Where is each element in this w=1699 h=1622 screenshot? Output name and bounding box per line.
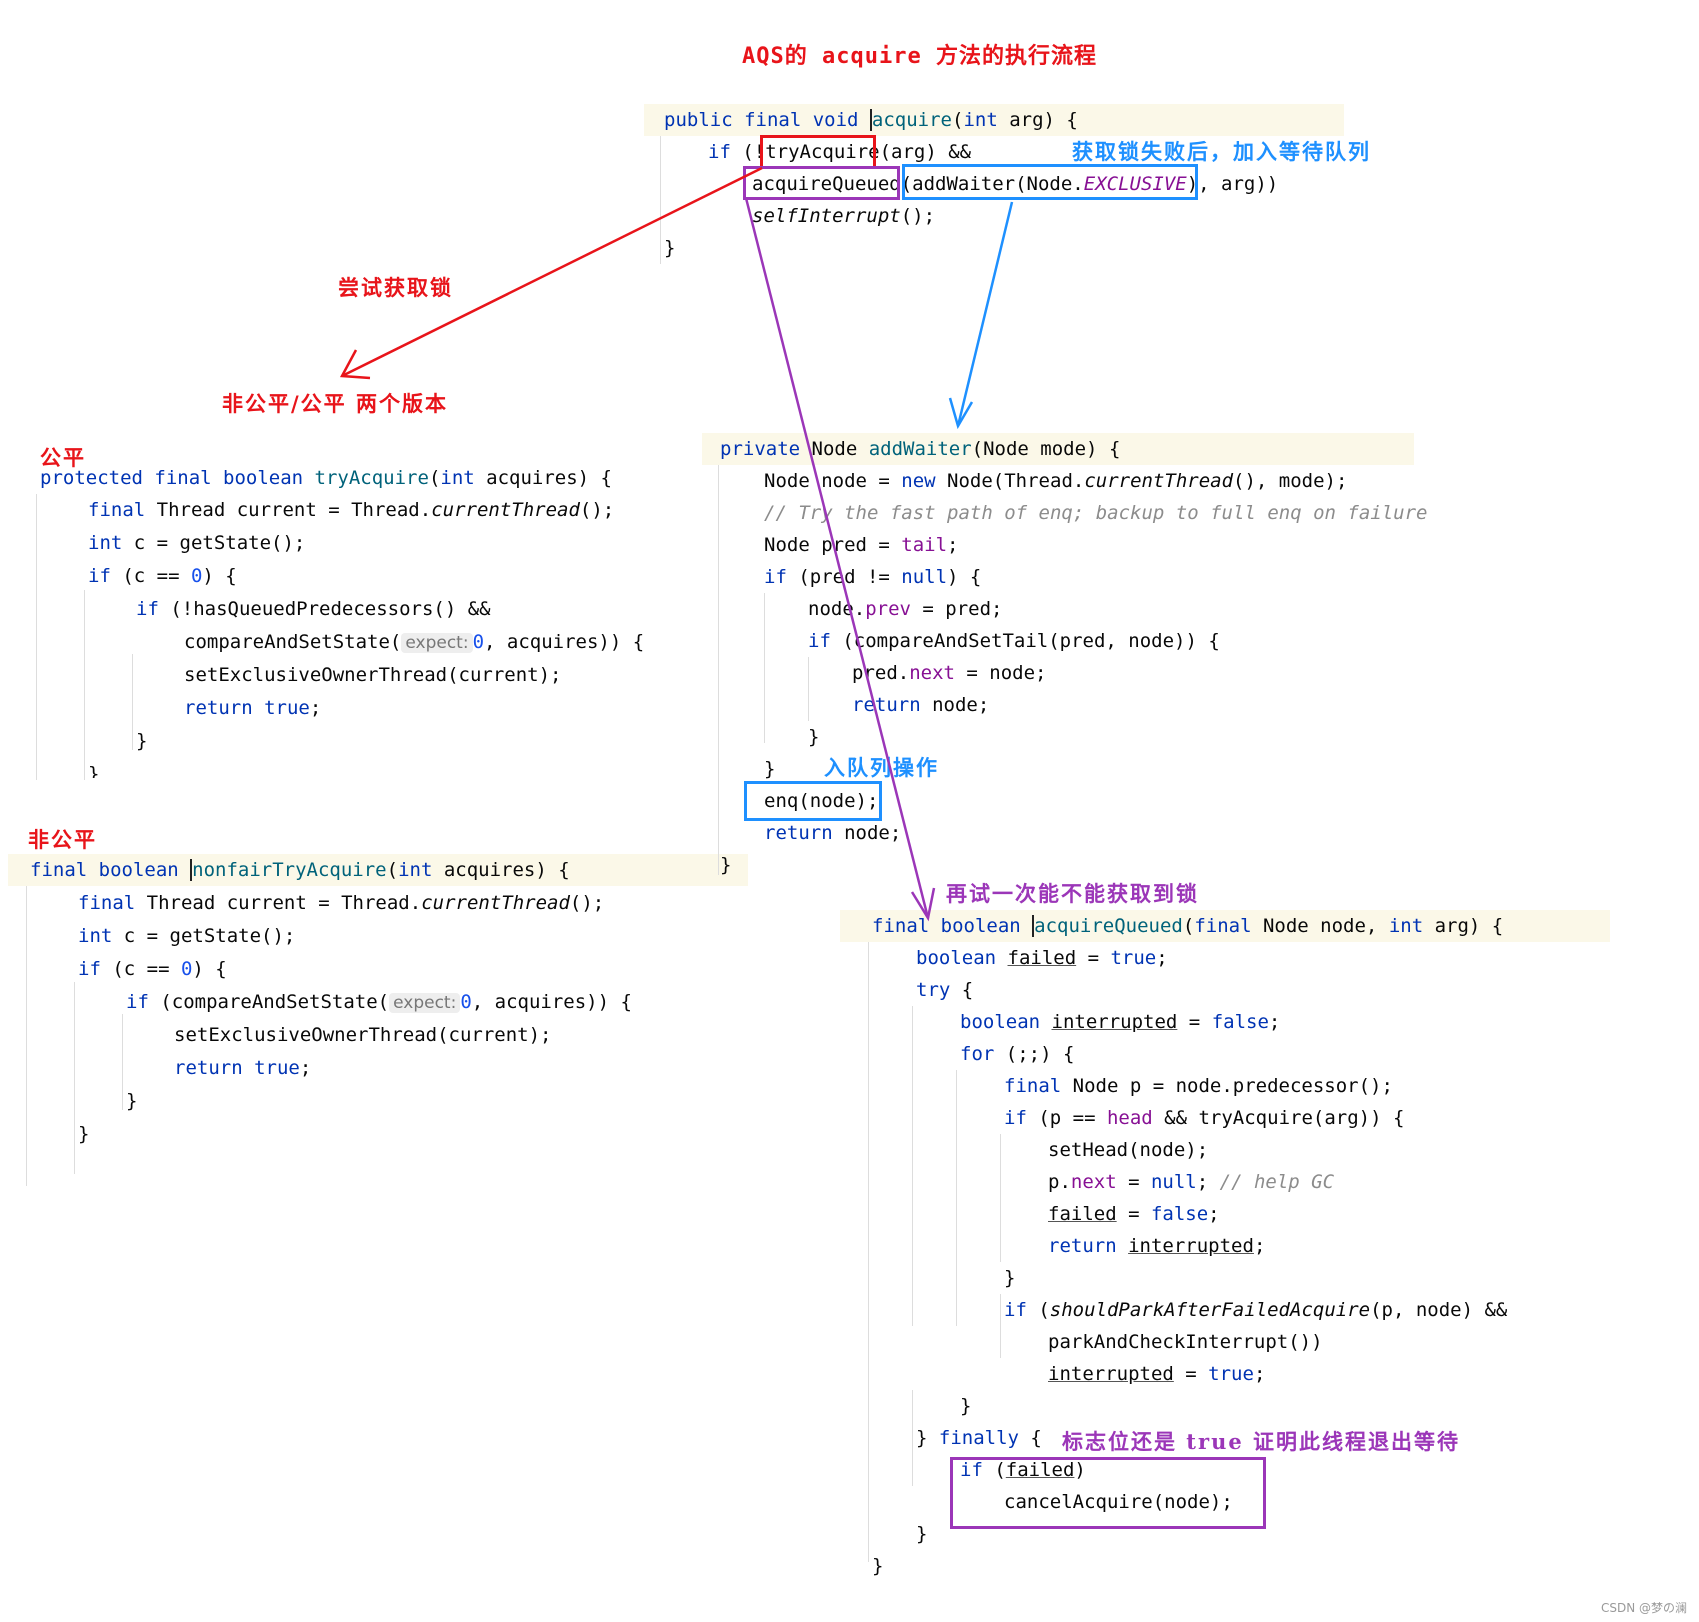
code-line: final Thread current = Thread.currentThr… (88, 499, 615, 521)
code-line: final boolean acquireQueued(final Node n… (872, 915, 1504, 937)
highlight-box-addwaiter (902, 164, 1198, 200)
code-line: if (c == 0) { (78, 958, 227, 980)
code-line: compareAndSetState(expect:0, acquires)) … (184, 631, 645, 653)
highlight-box-enq (744, 781, 882, 821)
code-line: cancelAcquire(node); (1004, 1491, 1233, 1513)
code-line: return interrupted; (1048, 1235, 1266, 1257)
code-line: } (126, 1090, 138, 1112)
code-line: failed = false; (1048, 1203, 1220, 1225)
code-line: acquireQueued(addWaiter(Node.EXCLUSIVE),… (752, 173, 1279, 195)
code-line: } (1004, 1267, 1016, 1289)
diagram-title: AQS的 acquire 方法的执行流程 (742, 44, 1097, 69)
code-line: setExclusiveOwnerThread(current); (184, 664, 562, 686)
code-line: } (664, 237, 676, 259)
code-line: if (compareAndSetTail(pred, node)) { (808, 630, 1220, 652)
highlight-box-cancelacquire (950, 1457, 1266, 1529)
code-line: return true; (184, 697, 322, 719)
code-line: } (78, 1123, 90, 1145)
code-line: if (failed) (960, 1459, 1086, 1481)
code-line: protected final boolean tryAcquire(int a… (40, 467, 612, 489)
code-line: final Node p = node.predecessor(); (1004, 1075, 1393, 1097)
code-line: setExclusiveOwnerThread(current); (174, 1024, 552, 1046)
arrow-to-tryacquire (339, 166, 763, 380)
note-nonfair: 非公平 (28, 827, 97, 852)
code-line: final boolean nonfairTryAcquire(int acqu… (30, 859, 570, 881)
code-line: interrupted = true; (1048, 1363, 1266, 1385)
watermark: CSDN @梦の澜 (1600, 1601, 1687, 1615)
code-line: } (764, 758, 776, 780)
code-line: return node; (764, 822, 902, 844)
note-add-waiter: 获取锁失败后，加入等待队列 (1072, 139, 1371, 164)
note-try-again: 再试一次能不能获取到锁 (946, 881, 1199, 906)
code-line: enq(node); (764, 790, 879, 812)
code-line: if (!hasQueuedPredecessors() && (136, 598, 491, 620)
code-line: if (p == head && tryAcquire(arg)) { (1004, 1107, 1405, 1129)
code-line: node.prev = pred; (808, 598, 1003, 620)
code-line: if (c == 0) { (88, 565, 237, 587)
arrow-to-acquirequeued (744, 197, 936, 922)
code-line: boolean failed = true; (916, 947, 1168, 969)
arrow-to-addwaiter (948, 201, 1014, 430)
note-fair: 公平 (40, 445, 86, 470)
highlight-box-acquirequeued (743, 166, 900, 200)
code-line: p.next = null; // help GC (1048, 1171, 1335, 1193)
code-line: } (720, 854, 732, 876)
code-line: Node node = new Node(Thread.currentThrea… (764, 470, 1348, 492)
note-fair-two-versions: 非公平/公平 两个版本 (222, 391, 448, 416)
code-line: public final void acquire(int arg) { (664, 109, 1078, 131)
code-line: for (;;) { (960, 1043, 1075, 1065)
code-line: } (136, 730, 148, 752)
note-enqueue: 入队列操作 (824, 755, 939, 780)
code-line: if (compareAndSetState(expect:0, acquire… (126, 991, 632, 1013)
note-try-acquire-lock: 尝试获取锁 (338, 275, 453, 300)
code-line: if (shouldParkAfterFailedAcquire(p, node… (1004, 1299, 1508, 1321)
code-line: } (916, 1523, 928, 1545)
code-line: parkAndCheckInterrupt()) (1048, 1331, 1323, 1353)
code-line: } (88, 763, 100, 778)
code-line: } (960, 1395, 972, 1417)
code-line: // Try the fast path of enq; backup to f… (764, 502, 1428, 524)
code-line: final Thread current = Thread.currentThr… (78, 892, 605, 914)
code-line: selfInterrupt(); (752, 205, 936, 227)
code-line: } (808, 726, 820, 748)
code-line: } (872, 1555, 884, 1577)
note-flag-true: 标志位还是 true 证明此线程退出等待 (1062, 1429, 1461, 1454)
code-line: try { (916, 979, 974, 1001)
code-line: int c = getState(); (88, 532, 306, 554)
code-line: boolean interrupted = false; (960, 1011, 1281, 1033)
code-line: int c = getState(); (78, 925, 296, 947)
code-line: return node; (852, 694, 990, 716)
code-line: } finally { (916, 1427, 1042, 1449)
code-line: setHead(node); (1048, 1139, 1209, 1161)
code-line: private Node addWaiter(Node mode) { (720, 438, 1121, 460)
code-line: if (!tryAcquire(arg) && (708, 141, 972, 163)
code-line: return true; (174, 1057, 312, 1079)
